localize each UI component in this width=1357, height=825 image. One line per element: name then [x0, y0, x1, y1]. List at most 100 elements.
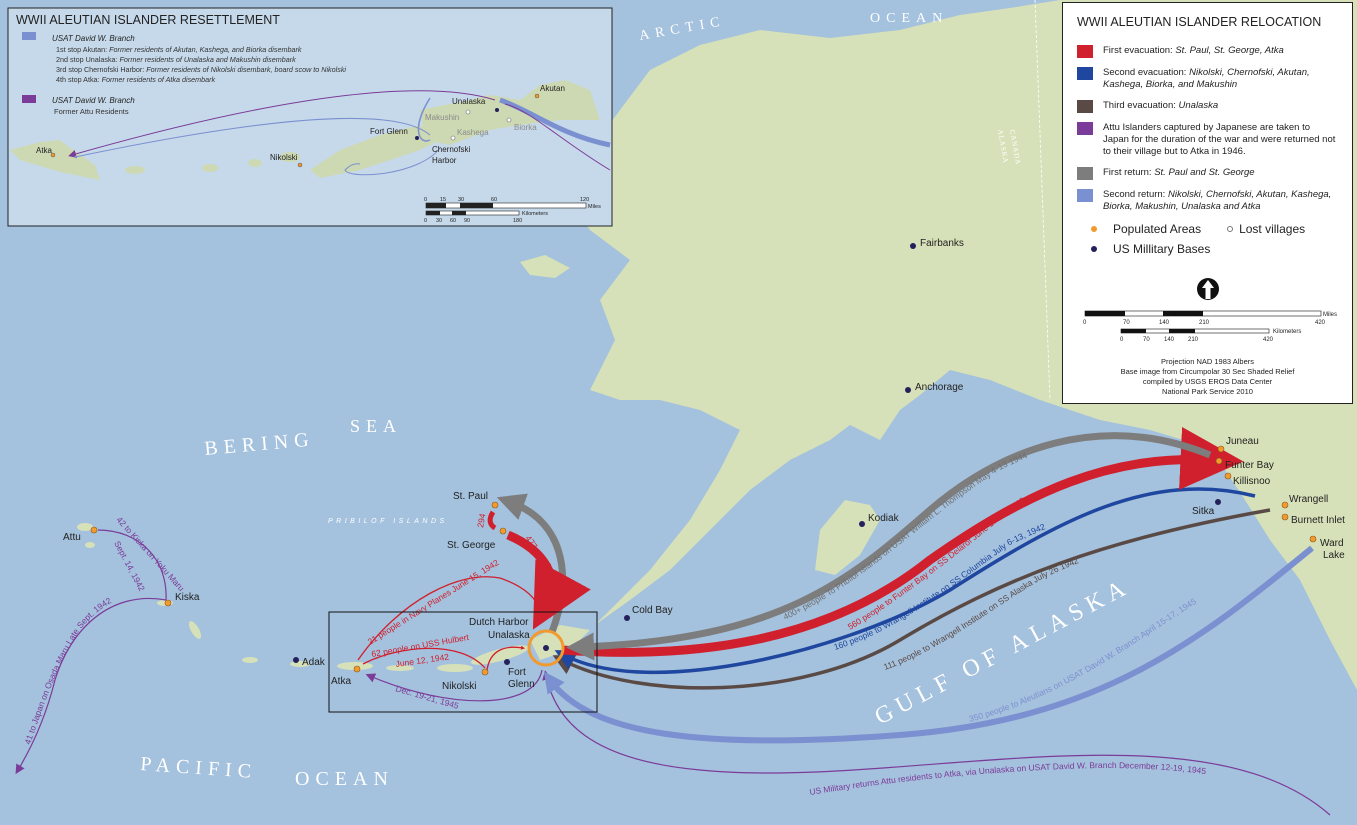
svg-text:0: 0: [1120, 337, 1124, 343]
place-fort: Fort: [508, 667, 526, 678]
kiska-japan-label: 41 to Japan on Osada Maru Late Sept. 194…: [22, 595, 113, 745]
place-cold-bay: Cold Bay: [632, 605, 673, 616]
populated-marker: [164, 599, 172, 607]
legend-item-first-return: First return: St. Paul and St. George: [1077, 167, 1338, 180]
inset-place-harbor: Harbor: [432, 156, 457, 165]
svg-text:60: 60: [491, 197, 497, 203]
inset-swatch-purple: [22, 95, 36, 103]
military-base-marker: [859, 521, 865, 527]
place-st-george: St. George: [447, 540, 496, 551]
populated-marker: [353, 665, 361, 673]
inset-stop-2-desc: Former residents of Unalaska and Makushi…: [120, 55, 297, 64]
sea-label-sea: SEA: [350, 416, 402, 436]
inset-ship2-desc: Former Attu Residents: [54, 107, 129, 116]
svg-text:15: 15: [440, 197, 446, 203]
lost-village-dot-icon: [1227, 226, 1234, 232]
sea-label-bering: BERING: [204, 428, 316, 460]
legend-swatch: [1077, 45, 1093, 58]
populated-marker: [1215, 457, 1223, 465]
svg-text:Miles: Miles: [588, 204, 601, 210]
sea-label-pacific: PACIFIC: [140, 753, 258, 783]
legend-swatch: [1077, 189, 1093, 202]
route-red-evac: [561, 427, 1244, 657]
military-dot-icon: [1091, 246, 1097, 252]
place-kodiak: Kodiak: [868, 513, 900, 524]
island: [85, 542, 95, 548]
inset-swatch-blue: [22, 32, 36, 40]
inset-stop-3-desc: Former residents of Nikolski disembark, …: [146, 65, 346, 74]
st-lawrence-island: [520, 255, 570, 278]
legend-swatch: [1077, 122, 1093, 135]
svg-text:0: 0: [424, 218, 427, 224]
legend-item-attu: Attu Islanders captured by Japanese are …: [1077, 122, 1338, 158]
route-red-stpaul: [487, 510, 497, 531]
place-nikolski: Nikolski: [442, 681, 476, 692]
stpaul-count-label: 294: [475, 512, 487, 528]
svg-text:Miles: Miles: [1323, 312, 1337, 318]
route-purple-kiska-japan: [15, 597, 167, 775]
unalaska-hub-ring: [527, 629, 565, 667]
populated-dot-icon: [1091, 226, 1097, 232]
legend-military-row: US Millitary Bases: [1091, 242, 1338, 256]
place-burnett-inlet: Burnett Inlet: [1291, 515, 1345, 526]
military-base-marker: [504, 659, 510, 665]
populated-marker: [1309, 535, 1317, 543]
inset-ship2: USAT David W. Branch: [52, 96, 135, 105]
svg-text:Kilometers: Kilometers: [522, 211, 548, 217]
route-red-navy: [357, 576, 542, 661]
svg-text:420: 420: [1315, 320, 1326, 326]
svg-text:70: 70: [1123, 320, 1130, 326]
legend-swatch: [1077, 167, 1093, 180]
route-red-hulbert: [362, 647, 486, 669]
inset-stop-2: 2nd stop Unalaska:: [56, 55, 118, 64]
route-red-stgeorge: [506, 530, 591, 630]
inset-stop-4-desc: Former residents of Atka disembark: [102, 75, 216, 84]
populated-marker: [1281, 501, 1289, 509]
inset-stop-1: 1st stop Akutan:: [56, 45, 107, 54]
island: [470, 645, 530, 665]
populated-marker: [491, 501, 499, 509]
inset-place-atka: Atka: [36, 146, 53, 155]
inset-place-kashega: Kashega: [457, 128, 489, 137]
svg-text:120: 120: [580, 197, 589, 203]
place-ward: Ward: [1320, 538, 1344, 549]
island: [437, 664, 473, 672]
kodiak-island: [815, 500, 880, 575]
sea-label-arctic: ARCTIC: [638, 14, 727, 44]
svg-text:30: 30: [436, 218, 442, 224]
place-kiska: Kiska: [175, 592, 200, 603]
svg-text:Kilometers: Kilometers: [1273, 329, 1301, 335]
svg-text:210: 210: [1188, 337, 1199, 343]
route-purple-attu-kiska: [97, 529, 167, 601]
inset-place-akutan: Akutan: [540, 84, 565, 93]
island: [242, 657, 258, 663]
military-base-marker: [905, 387, 911, 393]
inset-place-fort-glenn: Fort Glenn: [370, 127, 408, 136]
island: [386, 665, 414, 671]
svg-text:420: 420: [1263, 337, 1274, 343]
place-st-paul: St. Paul: [453, 491, 488, 502]
route-brown-evac: [552, 508, 1271, 690]
legend-item-second-return: Second return: Nikolski, Chernofski, Aku…: [1077, 189, 1338, 213]
svg-text:70: 70: [1143, 337, 1150, 343]
route-gray-return: [566, 432, 1212, 661]
svg-text:2nd stop Unalaska: Former resi: 2nd stop Unalaska: Former residents of U…: [56, 55, 296, 64]
place-attu: Attu: [63, 532, 81, 543]
svg-text:0: 0: [424, 197, 427, 203]
place-markers: Fairbanks Anchorage Kodiak Cold Bay June…: [63, 238, 1345, 692]
svg-text:180: 180: [513, 218, 522, 224]
svg-text:US Military returns Attu resid: US Military returns Attu residents to At…: [809, 760, 1207, 797]
svg-text:400+ people To Pribilof Island: 400+ people To Pribilof Islands on USAT …: [782, 450, 1029, 622]
inset-place-unalaska: Unalaska: [452, 97, 486, 106]
inset-ship1: USAT David W. Branch: [52, 34, 135, 43]
legend-panel: WWII ALEUTIAN ISLANDER RELOCATION First …: [1062, 2, 1353, 404]
inset-place-nikolski: Nikolski: [270, 153, 298, 162]
north-arrow-icon: [1197, 278, 1219, 300]
military-base-marker: [543, 645, 549, 651]
place-dutch-harbor: Dutch Harbor: [469, 617, 529, 628]
place-unalaska: Unalaska: [488, 630, 530, 641]
